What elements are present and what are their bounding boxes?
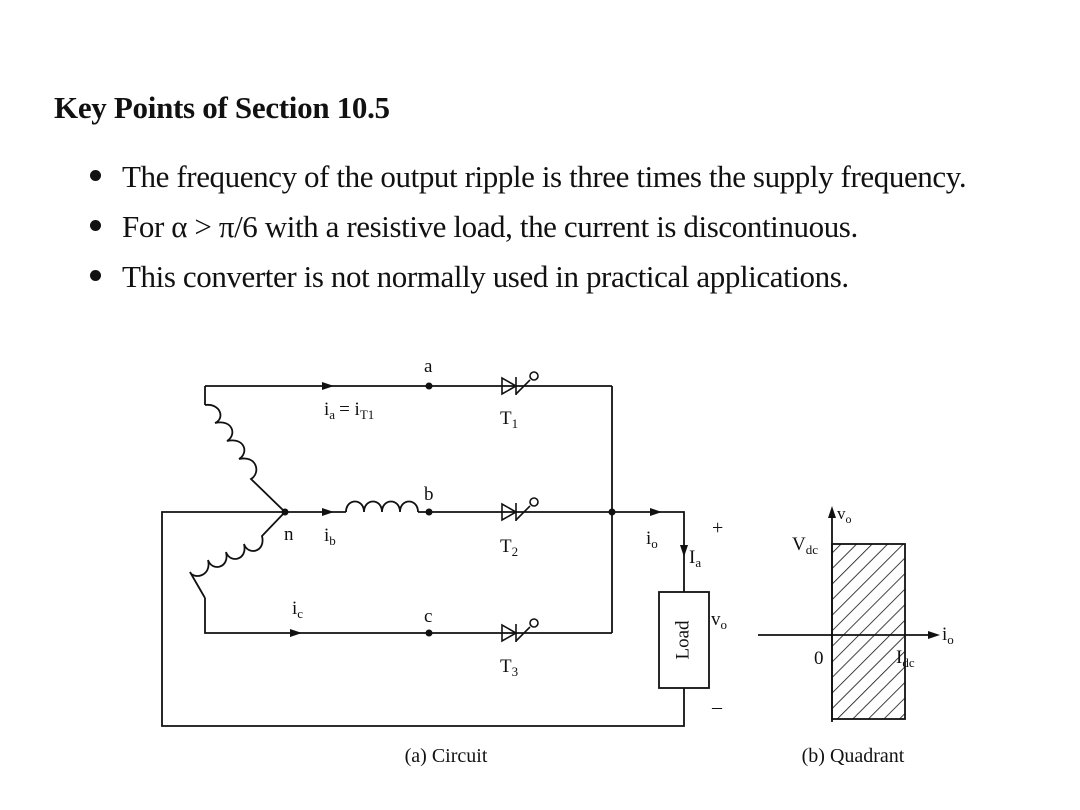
io-axis-label: io xyxy=(942,624,954,647)
key-point-text: This converter is not normally used in p… xyxy=(122,259,849,294)
io-axis-arrow-icon xyxy=(928,631,940,639)
vo-axis-label: vo xyxy=(837,504,852,526)
key-point: For α > π/6 with a resistive load, the c… xyxy=(88,202,966,252)
quadrant-axes xyxy=(758,514,936,722)
node-c-label: c xyxy=(424,606,432,627)
node-a-dot xyxy=(425,382,433,390)
origin-label: 0 xyxy=(814,648,824,669)
bullet-icon xyxy=(90,170,101,181)
Ia-label: Ia xyxy=(689,547,701,570)
section-heading: Key Points of Section 10.5 xyxy=(54,90,390,125)
bullet-icon xyxy=(90,220,101,231)
key-point: The frequency of the output ripple is th… xyxy=(88,152,967,202)
vdc-label: Vdc xyxy=(792,534,818,557)
plus-sign: + xyxy=(712,517,723,539)
vo-label: vo xyxy=(711,609,727,632)
load-label: Load xyxy=(672,620,693,660)
circuit-caption: (a) Circuit xyxy=(405,745,488,767)
quadrant-caption: (b) Quadrant xyxy=(802,745,905,767)
key-points-list: The frequency of the output ripple is th… xyxy=(88,152,967,302)
junction-dot xyxy=(608,508,616,516)
arrow-ia-icon xyxy=(322,382,334,390)
minus-sign: – xyxy=(711,696,723,718)
node-a-label: a xyxy=(424,356,433,377)
key-point: This converter is not normally used in p… xyxy=(88,252,966,302)
current-arrows xyxy=(290,382,688,637)
thyristor-t1-icon xyxy=(501,371,539,396)
ia-current-label: ia= iT1 xyxy=(324,399,374,422)
ib-current-label: ib xyxy=(324,525,336,548)
bullet-icon xyxy=(90,270,101,281)
t1-label: T1 xyxy=(500,408,518,431)
t3-label: T3 xyxy=(500,656,518,679)
thyristor-t3-icon xyxy=(501,618,539,643)
key-point-text: For α > π/6 with a resistive load, the c… xyxy=(122,209,858,244)
node-b-label: b xyxy=(424,484,434,505)
node-c-dot xyxy=(425,629,433,637)
vo-axis-arrow-icon xyxy=(828,506,836,518)
io-label: io xyxy=(646,528,658,551)
phase-c-coil xyxy=(189,511,286,599)
node-n-dot xyxy=(281,508,289,516)
node-b-dot xyxy=(425,508,433,516)
arrow-io-icon xyxy=(650,508,662,516)
ic-current-label: ic xyxy=(292,598,303,621)
load-box xyxy=(658,591,710,689)
operating-region xyxy=(831,543,906,720)
thyristor-t2-icon xyxy=(501,497,539,522)
t2-label: T2 xyxy=(500,536,518,559)
arrow-ic-icon xyxy=(290,629,302,637)
arrow-ib-icon xyxy=(322,508,334,516)
phase-a-coil xyxy=(204,404,286,513)
idc-label: Idc xyxy=(896,647,915,670)
phase-b-coil xyxy=(345,500,419,513)
arrow-Ia-icon xyxy=(680,545,688,557)
circuit-wires xyxy=(161,385,685,727)
key-point-text: The frequency of the output ripple is th… xyxy=(122,159,967,194)
node-n-label: n xyxy=(284,524,294,545)
